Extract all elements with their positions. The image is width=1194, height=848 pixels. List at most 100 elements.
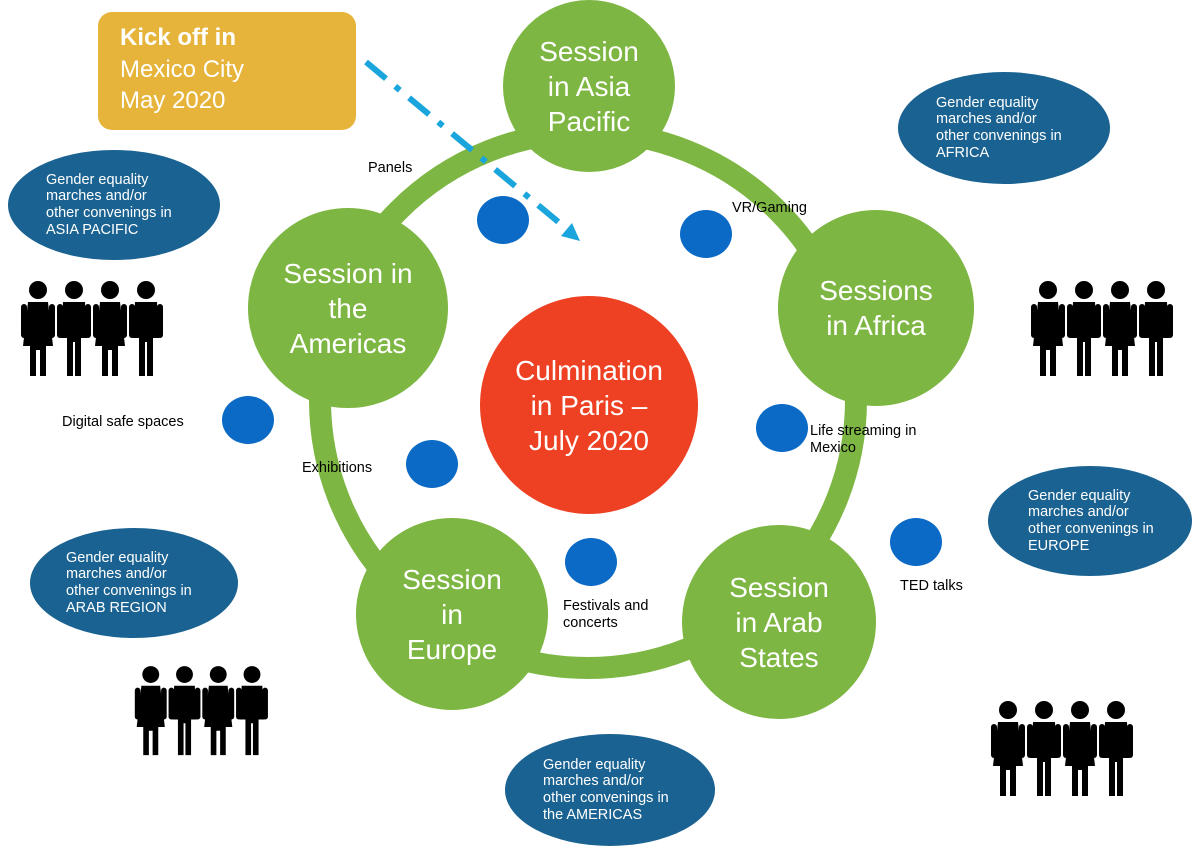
person-head	[101, 281, 119, 299]
person-arm	[228, 687, 235, 720]
convening-asia-pacific: Gender equality marches and/or other con…	[8, 150, 220, 260]
label-digital-safe-spaces: Digital safe spaces	[62, 414, 184, 430]
activity-dot-life-streaming	[756, 404, 808, 452]
person-body	[1071, 302, 1097, 376]
person-arm	[1131, 304, 1137, 338]
person-arm	[129, 304, 135, 338]
person-body	[133, 302, 159, 376]
convening-arab-region: Gender equality marches and/or other con…	[30, 528, 238, 638]
label-life-streaming: Life streaming in Mexico	[810, 423, 917, 457]
person-arm	[168, 687, 175, 720]
session-americas: Session in the Americas	[248, 208, 448, 408]
person-arm	[1091, 724, 1097, 758]
session-asia-pacific: Session in Asia Pacific	[503, 0, 675, 172]
people-figures	[991, 701, 1133, 796]
person-body	[23, 302, 53, 376]
person-arm	[236, 687, 242, 720]
person-body	[61, 302, 87, 376]
kickoff-date: May 2020	[120, 87, 226, 115]
session-europe-label: Session in Europe	[402, 563, 502, 665]
person-arm	[1019, 724, 1025, 758]
dashed-arrow-head	[561, 223, 580, 241]
session-africa-label: Sessions in Africa	[819, 275, 933, 341]
label-panels: Panels	[368, 160, 413, 176]
convening-americas-text: Gender equality marches and/or other con…	[543, 756, 669, 823]
person-body	[1105, 302, 1135, 376]
person-head	[142, 666, 160, 683]
person-head	[137, 281, 155, 299]
people-group-icon	[21, 281, 163, 376]
person-arm	[161, 687, 167, 720]
person-arm	[1167, 304, 1173, 338]
person-arm	[134, 687, 141, 720]
person-arm	[1031, 304, 1037, 338]
kickoff-title: Kick off in	[120, 24, 237, 51]
person-head	[1035, 701, 1053, 719]
people-group-icon	[991, 701, 1133, 796]
person-arm	[1139, 304, 1145, 338]
person-body	[95, 302, 125, 376]
person-body	[1143, 302, 1169, 376]
people-group-icon	[1031, 281, 1173, 376]
people-group-icon	[134, 666, 268, 756]
person-arm	[262, 687, 268, 720]
person-head	[999, 701, 1017, 719]
person-arm	[121, 304, 127, 338]
activity-dot-digital-safe-spaces	[222, 396, 274, 444]
convening-africa-text: Gender equality marches and/or other con…	[936, 94, 1062, 161]
dashed-arrow-shaft	[364, 59, 570, 233]
person-arm	[49, 304, 55, 338]
activity-dot-vr-gaming	[680, 210, 732, 258]
person-head	[243, 666, 261, 683]
session-arab-states-label: Session in Arab States	[729, 571, 829, 673]
person-body	[1103, 722, 1129, 796]
person-arm	[1067, 304, 1073, 338]
person-head	[1075, 281, 1093, 299]
person-arm	[93, 304, 99, 338]
convening-asia-pacific-text: Gender equality marches and/or other con…	[46, 171, 172, 238]
person-body	[136, 685, 165, 756]
people-figures	[21, 281, 163, 376]
person-arm	[1095, 304, 1101, 338]
kickoff-box: Kick off in Mexico City May 2020	[98, 12, 356, 130]
activity-dot-ted-talks	[890, 518, 942, 566]
person-arm	[85, 304, 91, 338]
person-arm	[1055, 724, 1061, 758]
convening-americas: Gender equality marches and/or other con…	[505, 734, 715, 846]
label-ted-talks: TED talks	[900, 578, 963, 594]
session-americas-label: Session in the Americas	[283, 257, 413, 359]
convening-europe-text: Gender equality marches and/or other con…	[1028, 487, 1154, 554]
culmination-label: Culmination in Paris – July 2020	[515, 354, 663, 456]
person-arm	[21, 304, 27, 338]
people-figures	[1031, 281, 1173, 376]
kickoff-city: Mexico City	[120, 55, 245, 83]
person-arm	[1059, 304, 1065, 338]
person-arm	[1063, 724, 1069, 758]
person-head	[1111, 281, 1129, 299]
person-head	[209, 666, 227, 683]
person-head	[1039, 281, 1057, 299]
person-head	[1107, 701, 1125, 719]
session-asia-pacific-label: Session in Asia Pacific	[539, 35, 639, 137]
person-arm	[1127, 724, 1133, 758]
person-arm	[194, 687, 201, 720]
person-arm	[202, 687, 208, 720]
session-africa: Sessions in Africa	[778, 210, 974, 406]
person-body	[1065, 722, 1095, 796]
person-arm	[1027, 724, 1033, 758]
person-body	[1031, 722, 1057, 796]
person-head	[29, 281, 47, 299]
person-body	[204, 685, 233, 756]
person-body	[172, 685, 197, 756]
activity-dot-panels	[477, 196, 529, 244]
person-arm	[57, 304, 63, 338]
person-arm	[157, 304, 163, 338]
convening-arab-region-text: Gender equality marches and/or other con…	[66, 549, 192, 616]
convening-africa: Gender equality marches and/or other con…	[898, 72, 1110, 184]
session-europe: Session in Europe	[356, 518, 548, 710]
label-vr-gaming: VR/Gaming	[732, 200, 807, 216]
label-exhibitions: Exhibitions	[302, 460, 373, 476]
session-arab-states: Session in Arab States	[682, 525, 876, 719]
culmination-paris: Culmination in Paris – July 2020	[480, 296, 698, 514]
